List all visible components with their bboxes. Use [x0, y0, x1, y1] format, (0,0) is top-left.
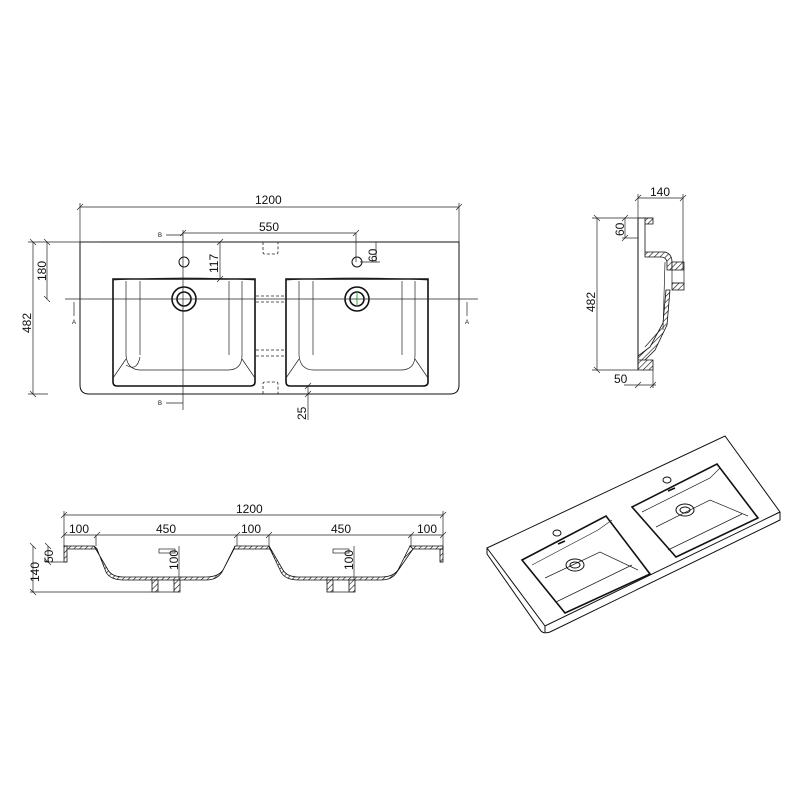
dim-plan-depth: 482	[20, 313, 34, 333]
dim-front-rim: 25	[295, 406, 309, 420]
iso-left-basin	[520, 514, 652, 614]
left-tap-hole	[178, 256, 190, 268]
section-mark-a-left: A	[72, 320, 76, 326]
side-section: 140 482 60 50	[584, 185, 687, 389]
dim-basin2: 450	[331, 522, 351, 536]
section-mark-b-top: B	[158, 233, 162, 239]
left-basin	[112, 256, 256, 387]
dim-side-height: 140	[650, 185, 670, 199]
section-mark-b-bottom: B	[158, 401, 162, 407]
dim-front-width: 1200	[236, 502, 263, 516]
front-section: 1200 100 450 100 450 100 140 50 100 100	[28, 502, 447, 596]
dim-depth1: 100	[167, 550, 181, 570]
dim-middle: 100	[241, 522, 261, 536]
dim-left-margin: 100	[69, 522, 89, 536]
dim-front-rim: 50	[42, 549, 56, 563]
dim-tap-back: 60	[366, 248, 380, 262]
iso-right-basin	[630, 462, 760, 558]
section-mark-a-right: A	[465, 320, 469, 326]
dim-side-top: 60	[613, 222, 627, 236]
dim-tap-spacing: 550	[259, 220, 279, 234]
isometric-view	[486, 435, 781, 634]
plan-view: 1200 550 180 482 117 60 25 B B A A	[20, 193, 478, 420]
dim-plan-width: 1200	[255, 193, 282, 207]
dim-side-bottom: 50	[614, 372, 628, 386]
dim-tap-basin: 117	[207, 254, 221, 273]
dim-basin1: 450	[156, 522, 176, 536]
right-basin	[285, 256, 429, 387]
dim-tap-edge: 180	[35, 261, 49, 281]
dim-depth2: 100	[342, 550, 356, 570]
dim-front-height: 140	[28, 562, 42, 582]
dim-side-depth: 482	[584, 292, 598, 312]
countertop-outline	[79, 241, 460, 395]
dim-right-margin: 100	[417, 522, 437, 536]
